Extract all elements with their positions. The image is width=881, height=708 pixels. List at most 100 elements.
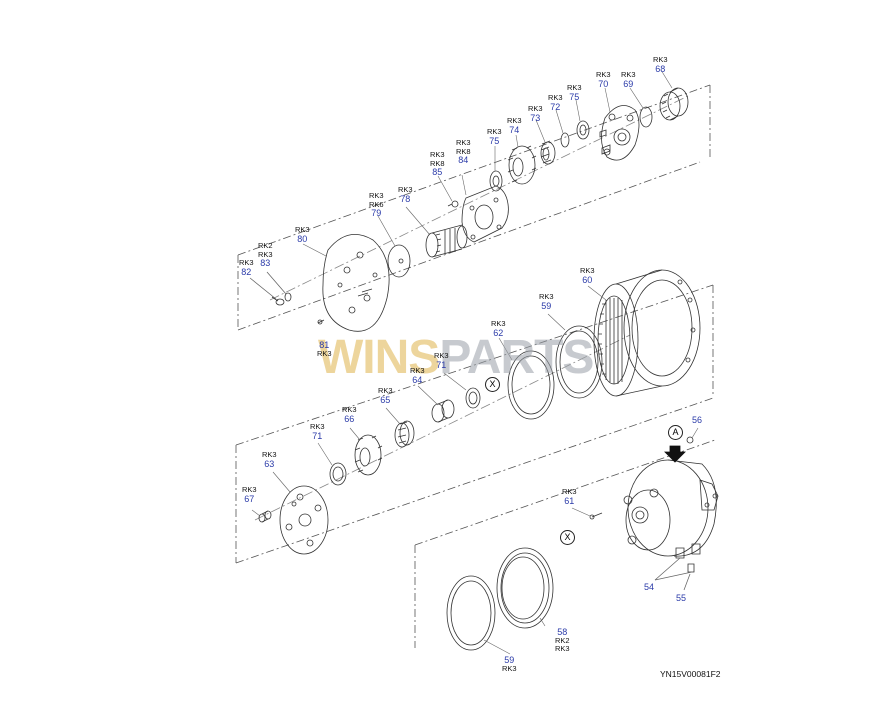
part-72-bushing: [560, 132, 570, 148]
rk-code: RK3: [491, 319, 506, 328]
part-63-carrier: [279, 485, 329, 555]
part-number: 78: [400, 193, 411, 204]
rk-code: RK3: [258, 249, 273, 259]
part-number: 82: [241, 266, 252, 277]
rk-code: RK8: [430, 158, 445, 168]
rk-code: RK3: [430, 150, 445, 159]
part-number: 62: [493, 327, 504, 338]
part-number: 84: [458, 155, 469, 165]
part-71-washer-a: [465, 387, 481, 409]
part-number: 75: [489, 135, 500, 146]
rk-code: RK3: [369, 191, 384, 200]
part-73-needle-bearing: [540, 140, 556, 165]
rk-code: RK3: [528, 104, 543, 113]
part-number: 69: [623, 78, 634, 89]
part-67-pin: [258, 510, 272, 523]
drawing-id: YN15V00081F2: [660, 669, 721, 679]
part-number: 56: [692, 415, 703, 425]
part-69-ring: [639, 106, 653, 128]
part-66-planet-gear: [354, 434, 383, 476]
rk-code: RK3: [398, 185, 413, 194]
rk-code: RK3: [342, 405, 357, 414]
part-62-ring: [507, 350, 555, 420]
section-frame-lower: [414, 439, 716, 648]
part-59-seal-ring: [555, 325, 603, 399]
rk-code: RK3: [410, 366, 425, 375]
part-number: 64: [412, 374, 423, 385]
rk-code: RK8: [456, 146, 471, 156]
part-number: 71: [312, 430, 323, 441]
rk-code: RK3: [295, 225, 310, 234]
part-68-gear: [659, 87, 689, 121]
part-label-54: 54: [644, 583, 654, 592]
part-71-washer-b: [329, 462, 347, 486]
rk-code: RK3: [596, 70, 611, 79]
callout-x-lower: X: [560, 530, 575, 545]
part-motor-housing: [623, 459, 719, 557]
part-79-disc: [387, 244, 411, 278]
part-number: 72: [550, 101, 561, 112]
rk-code: RK3: [621, 70, 636, 79]
rk-code: RK3: [653, 55, 668, 64]
rk-code: RK3: [562, 487, 577, 496]
rk-code: RK3: [456, 138, 471, 147]
part-59-seal-ring-lower: [446, 575, 496, 651]
rk-code: RK3: [502, 663, 517, 673]
section-frame-middle: [235, 284, 714, 564]
part-74-planet-gear: [507, 145, 537, 185]
rk-code: RK2: [555, 635, 570, 645]
rk-code: RK3: [580, 266, 595, 275]
part-85-bolt: [447, 200, 459, 208]
part-82-bolt: [271, 296, 285, 306]
part-55-plug: [687, 563, 695, 573]
part-number: 74: [509, 124, 520, 135]
rk-code: RK3: [548, 93, 563, 102]
part-65-needle-bearing: [394, 420, 415, 448]
part-number: 65: [380, 394, 391, 405]
part-number: 85: [432, 167, 443, 177]
part-number: 55: [676, 593, 687, 603]
part-number: 59: [504, 655, 515, 665]
rk-code: RK3: [317, 348, 332, 358]
part-number: 73: [530, 112, 541, 123]
rk-code: RK3: [378, 386, 393, 395]
rk-code: RK3: [310, 422, 325, 431]
part-number: 54: [644, 582, 655, 592]
part-70-carrier: [599, 105, 640, 161]
part-number: 71: [436, 359, 447, 370]
section-frame-upper: [237, 84, 711, 331]
part-56-plug: [686, 436, 694, 444]
part-number: 81: [319, 340, 330, 350]
part-81-pin: [317, 319, 325, 325]
part-61-bolt: [589, 512, 603, 520]
callout-a: A: [668, 425, 683, 440]
rk-code: RK3: [567, 83, 582, 92]
